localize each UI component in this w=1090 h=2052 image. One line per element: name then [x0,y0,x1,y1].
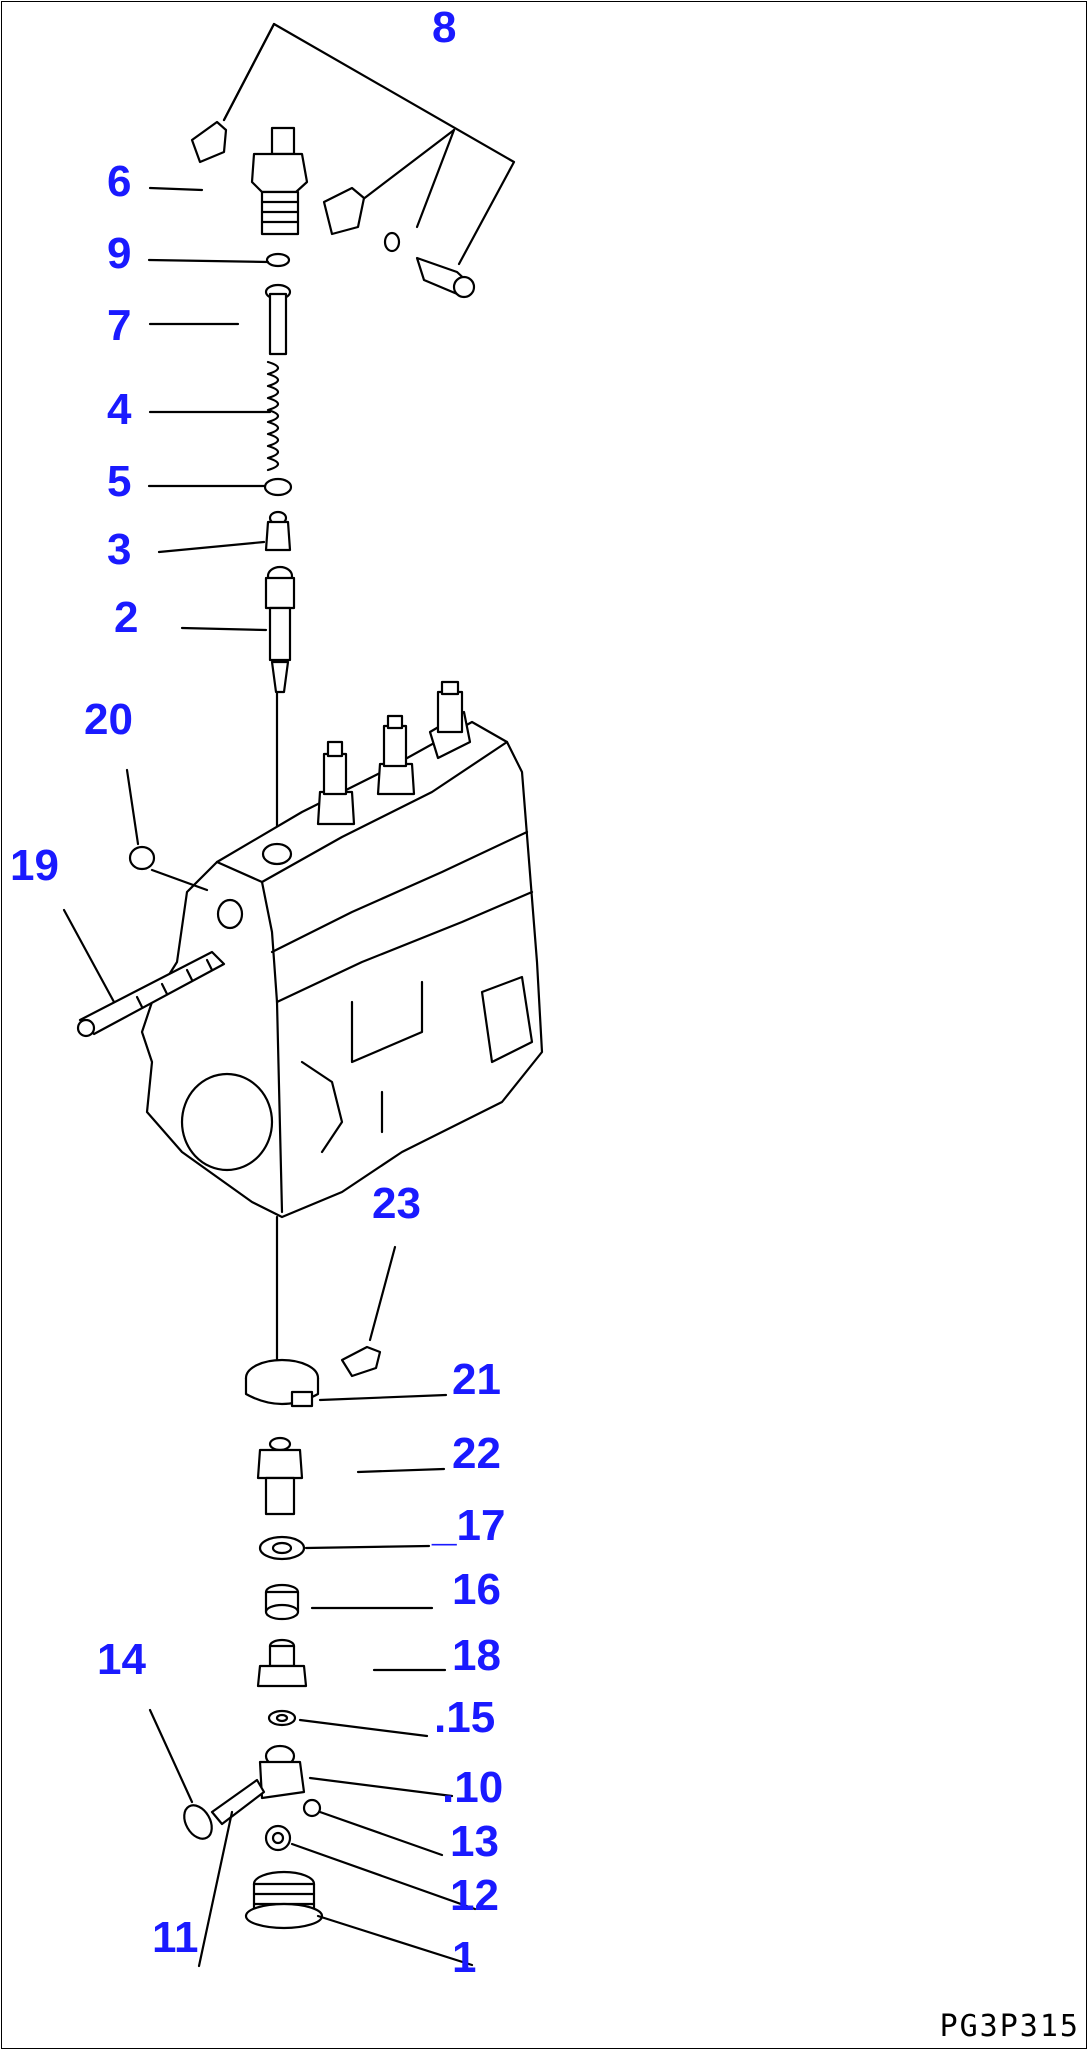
callout-18: 18 [452,1631,501,1680]
drawing-code: PG3P315 [939,2009,1080,2044]
part-8-bracket-clip [190,120,476,299]
part-21-control-sleeve [244,1358,320,1408]
callout-2: 2 [114,593,139,642]
body-outlet-holders [316,680,472,826]
part-19-control-rack [76,950,226,1038]
part-13-pin [302,1798,322,1818]
callout-6: 6 [107,157,132,206]
callout-11: 11 [152,1913,199,1962]
callout-3: 3 [107,525,132,574]
part-20-plug [128,845,156,871]
callout-23: 23 [372,1179,421,1228]
part-18-lower-seat [256,1638,308,1688]
part-3-delivery-valve [264,510,292,552]
callout-13: 13 [450,1817,499,1866]
part-12-roller [264,1824,292,1852]
part-17-spring-seat [258,1535,306,1561]
callout-17: _17 [432,1501,506,1550]
part-7-stopper [264,283,292,356]
part-6-valve-holder [250,126,309,236]
leader-lines [62,186,477,1968]
bracket-part-8 [222,22,516,266]
callout-22: 22 [452,1429,501,1478]
callout-5: 5 [107,457,132,506]
callout-15: .15 [434,1693,496,1742]
part-1-plug [244,1870,324,1930]
callout-19: 19 [10,841,59,890]
part-4-spring [266,360,280,472]
callout-14: 14 [97,1635,146,1684]
part-2-valve-seat [264,565,296,694]
part-10-tappet [258,1744,306,1800]
callout-12: 12 [450,1871,499,1920]
part-23-screw [340,1345,382,1378]
callout-16: 16 [452,1565,501,1614]
part-16-spring [264,1583,300,1621]
callout-20: 20 [84,695,133,744]
part-22-plunger-barrel [256,1436,304,1516]
callout-4: 4 [107,385,132,434]
pump-body [140,720,544,1219]
part-5-gasket [263,477,293,497]
callout-7: 7 [107,301,132,350]
part-9-washer [265,252,291,268]
part-14-roller-pin [183,1778,266,1840]
callout-10: .10 [442,1763,504,1812]
callout-1: 1 [452,1933,477,1982]
callout-8: 8 [432,3,457,52]
callout-9: 9 [107,229,132,278]
part-15-shim [267,1709,297,1727]
callout-21: 21 [452,1355,501,1404]
